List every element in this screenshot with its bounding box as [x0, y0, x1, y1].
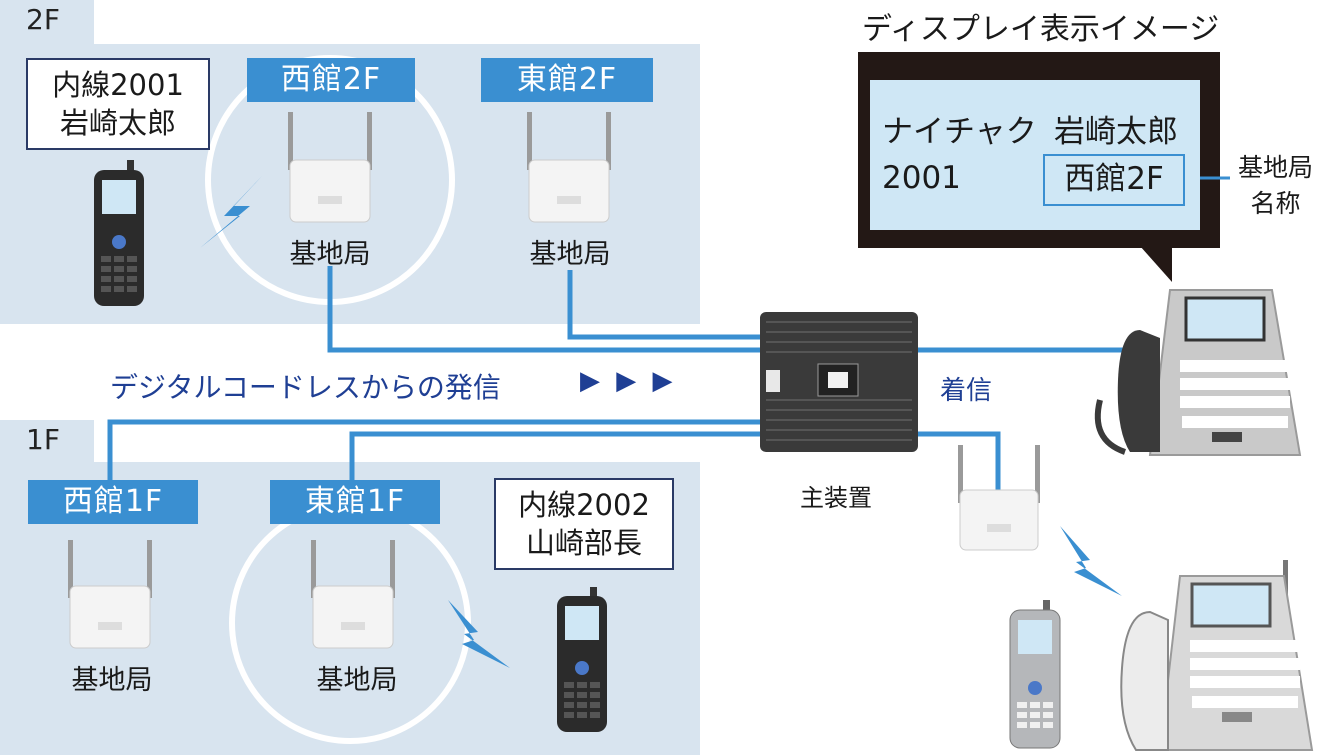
extension-user-name: 岩崎太郎 [59, 106, 176, 140]
base-station-label: 基地局 [529, 239, 611, 270]
flow-arrows: ▶ ▶ ▶ [580, 366, 677, 396]
label-east-1f: 東館1F [270, 480, 440, 524]
callout-label: 基地局 名称 [1238, 150, 1313, 222]
label-west-1f: 西館1F [28, 480, 198, 524]
desk-phone-icon [1120, 560, 1314, 751]
base-station-icon [311, 540, 395, 649]
lightning-signal-icon [200, 176, 262, 248]
main-unit-label: 主装置 [800, 484, 872, 512]
extension-number: 内線2002 [518, 488, 650, 522]
lightning-signal-icon [448, 600, 510, 668]
cordless-handset-icon [557, 587, 607, 732]
cordless-handset-icon [94, 160, 144, 306]
base-station-label: 基地局 [289, 239, 371, 270]
main-unit-icon [760, 312, 918, 452]
base-station-icon [958, 445, 1040, 551]
extension-number: 内線2001 [52, 68, 184, 102]
base-station-label: 基地局 [71, 665, 153, 696]
extension-box-2001: 内線2001 岩崎太郎 [26, 58, 210, 150]
flow-description: デジタルコードレスからの発信 [110, 371, 501, 404]
line-west-2f [327, 266, 760, 353]
base-station-icon [68, 540, 152, 649]
extension-user-name: 山崎部長 [525, 526, 642, 560]
label-west-2f: 西館2F [247, 58, 415, 102]
lightning-signal-icon [1060, 526, 1122, 596]
extension-box-2002: 内線2002 山崎部長 [494, 478, 674, 570]
floor-1f-label: 1F [26, 423, 60, 456]
display-title: ディスプレイ表示イメージ [862, 12, 1220, 47]
base-station-label: 基地局 [316, 665, 398, 696]
desk-phone-icon [1094, 289, 1302, 456]
label-east-2f: 東館2F [481, 58, 653, 102]
floor-1f-tab: 1F [0, 420, 94, 464]
line-east-2f [567, 270, 760, 340]
incoming-call-label: 着信 [940, 376, 993, 406]
line-to-base-right [918, 431, 1001, 500]
floor-2f-tab: 2F [0, 0, 94, 44]
display-caller-name: 岩崎太郎 [1054, 114, 1178, 150]
cordless-handset-icon [1009, 600, 1061, 749]
base-station-icon [288, 112, 372, 223]
base-station-icon [527, 112, 611, 223]
display-caller-number: 2001 [882, 160, 961, 196]
callout-line-1: 基地局 [1238, 153, 1314, 182]
floor-2f-label: 2F [26, 3, 60, 36]
display-status-text: ナイチャク [882, 114, 1037, 150]
display-base-station-name: 西館2F [1043, 154, 1185, 206]
callout-line-2: 名称 [1250, 189, 1301, 218]
